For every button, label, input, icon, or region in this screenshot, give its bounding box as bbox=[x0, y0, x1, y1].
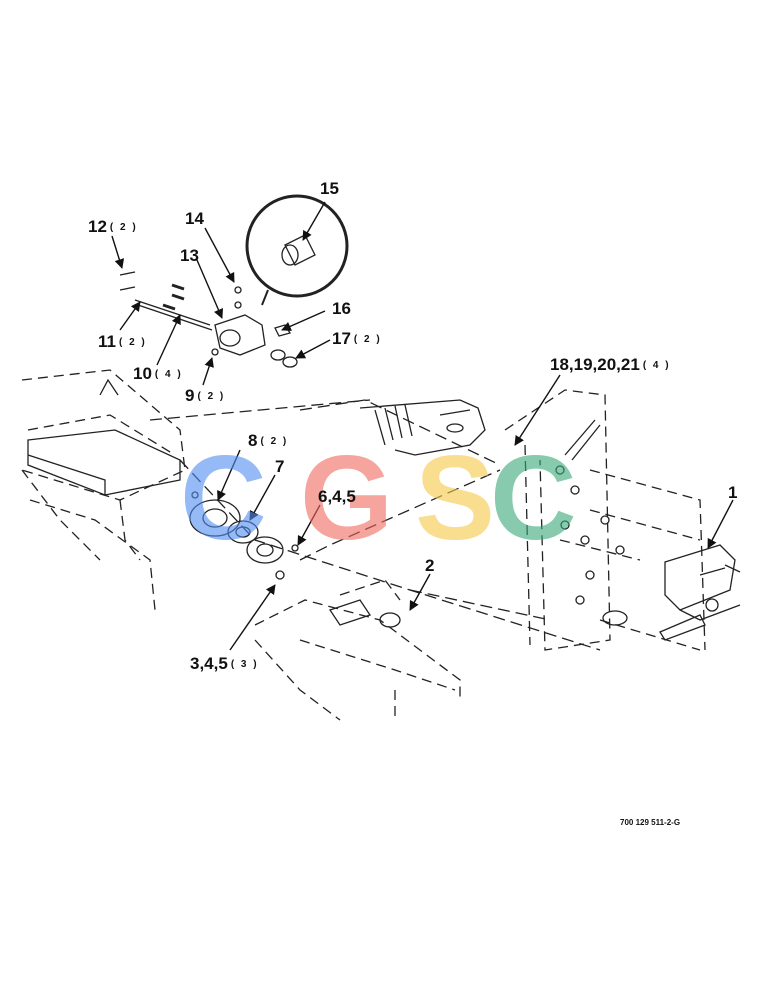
callout-qty: ( 4 ) bbox=[642, 359, 671, 371]
callout-number: 1 bbox=[728, 483, 738, 502]
callout-8: 8( 2 ) bbox=[248, 432, 288, 449]
callout-number: 10 bbox=[133, 364, 152, 383]
callout-1: 1 bbox=[728, 484, 737, 501]
watermark-letter-g: G bbox=[300, 431, 394, 565]
lower-frame-pin bbox=[328, 599, 401, 628]
coupling-assembly bbox=[119, 271, 298, 368]
hardware-marks bbox=[162, 283, 185, 311]
callout-number: 15 bbox=[320, 179, 339, 198]
drawing-number: 700 129 511-2-G bbox=[620, 818, 681, 827]
callout-15: 15 bbox=[320, 180, 339, 197]
callout-number: 11 bbox=[98, 332, 116, 351]
callout-qty: ( 4 ) bbox=[154, 368, 183, 380]
callout-6-4-5: 6,4,5 bbox=[318, 488, 356, 505]
callout-number: 9 bbox=[185, 386, 195, 405]
watermark-letter-c1: C bbox=[180, 431, 267, 565]
callout-number: 16 bbox=[332, 299, 351, 318]
callout-number: 18,19,20,21 bbox=[550, 355, 640, 374]
callout-number: 8 bbox=[248, 431, 258, 450]
watermark-letter-c2: C bbox=[490, 431, 577, 565]
callout-7: 7 bbox=[275, 458, 284, 475]
callout-qty: ( 2 ) bbox=[353, 333, 382, 345]
leader-lines bbox=[111, 201, 734, 651]
callout-3-4-5: 3,4,5( 3 ) bbox=[190, 655, 259, 672]
callout-14: 14 bbox=[185, 210, 204, 227]
callout-18-19-20-21: 18,19,20,21( 4 ) bbox=[550, 356, 671, 373]
callout-17: 17( 2 ) bbox=[332, 330, 382, 347]
callout-qty: ( 2 ) bbox=[118, 336, 147, 348]
callout-13: 13 bbox=[180, 247, 199, 264]
callout-2: 2 bbox=[425, 557, 434, 574]
callout-qty: ( 3 ) bbox=[230, 658, 259, 670]
left-frame bbox=[21, 369, 186, 611]
callout-qty: ( 2 ) bbox=[260, 435, 289, 447]
callout-16: 16 bbox=[332, 300, 351, 317]
watermark-letter-s: S bbox=[415, 431, 496, 565]
callout-number: 17 bbox=[332, 329, 351, 348]
callout-number: 7 bbox=[275, 457, 285, 476]
callout-number: 6,4,5 bbox=[318, 487, 356, 506]
callout-11: 11( 2 ) bbox=[98, 333, 147, 350]
callout-qty: ( 2 ) bbox=[197, 390, 226, 402]
splined-shaft bbox=[359, 399, 486, 456]
callout-number: 14 bbox=[185, 209, 204, 228]
callout-number: 3,4,5 bbox=[190, 654, 228, 673]
right-plate-holes bbox=[555, 419, 628, 626]
callout-number: 13 bbox=[180, 246, 199, 265]
callout-number: 12 bbox=[88, 217, 107, 236]
callout-12: 12( 2 ) bbox=[88, 218, 138, 235]
callout-10: 10( 4 ) bbox=[133, 365, 183, 382]
bushing-detail bbox=[281, 234, 316, 266]
callout-9: 9( 2 ) bbox=[185, 387, 225, 404]
left-block bbox=[27, 378, 181, 496]
hub-bearing-assembly bbox=[189, 491, 299, 580]
detail-circle bbox=[245, 194, 349, 306]
callout-qty: ( 2 ) bbox=[109, 221, 138, 233]
mounting-bracket bbox=[659, 544, 741, 641]
callout-number: 2 bbox=[425, 556, 435, 575]
